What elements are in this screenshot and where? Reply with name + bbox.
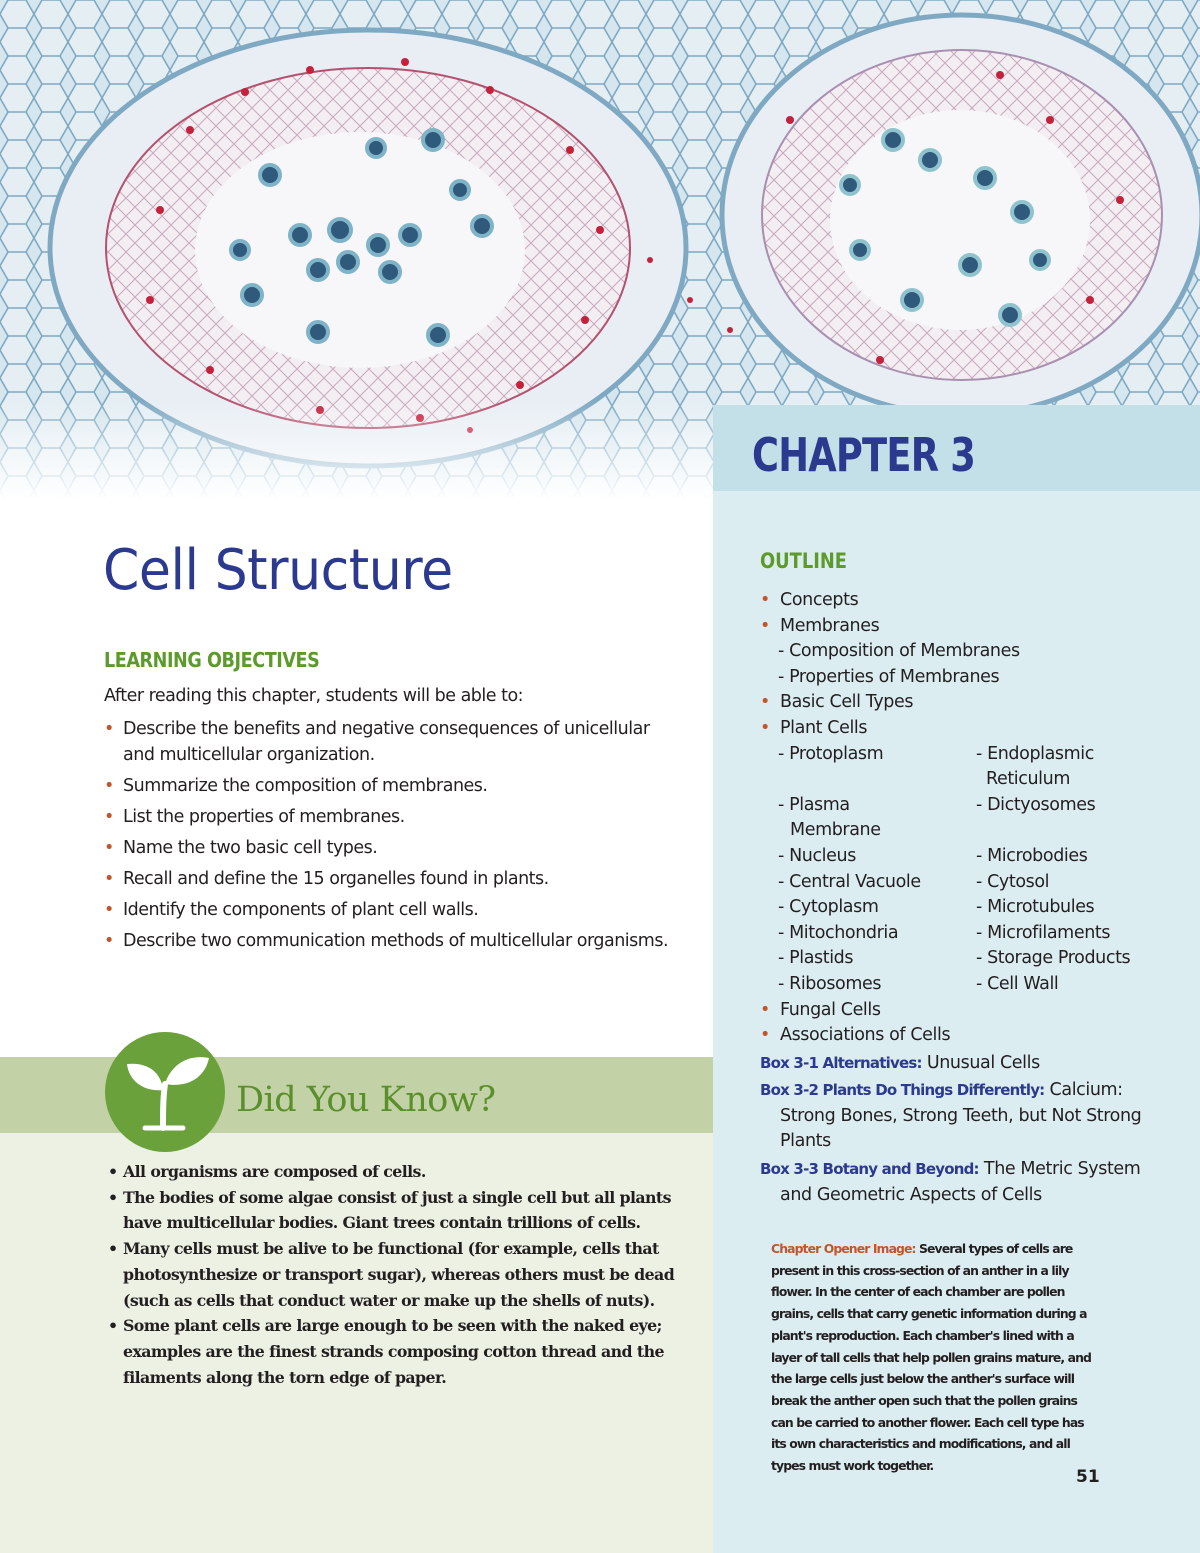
page-number: 51: [1076, 1467, 1100, 1487]
objective-item: •Describe the benefits and negative cons…: [104, 719, 650, 765]
anther-micrograph: [0, 0, 1200, 500]
chapter-opener-image: [0, 0, 1200, 500]
outline-subitem: - Nucleus: [778, 845, 856, 866]
objective-item: •Recall and define the 15 organelles fou…: [104, 869, 549, 889]
outline-heading: OUTLINE: [760, 549, 848, 573]
outline-subitem: - Plastids: [778, 948, 854, 969]
outline-item: •Associations of Cells: [760, 1025, 951, 1046]
outline-subitem: - Cytoplasm: [778, 897, 879, 918]
box-tag: Box 3-3 Botany and Beyond:: [760, 1160, 980, 1179]
outline-box: Box 3-2 Plants Do Things Differently: Ca…: [760, 1080, 1142, 1152]
fact-item: •Some plant cells are large enough to be…: [108, 1316, 665, 1387]
objective-item: •Describe two communication methods of m…: [104, 931, 669, 951]
learning-objectives-list: •Describe the benefits and negative cons…: [104, 716, 684, 959]
outline-subitem: - Storage Products: [976, 948, 1131, 969]
plant-cells-subitems: - Protoplasm - Endoplasmic Reticulum - P…: [760, 742, 1170, 998]
objective-item: •Summarize the composition of membranes.: [104, 776, 488, 796]
outline-item: •Concepts: [760, 590, 859, 610]
box-tag: Box 3-2 Plants Do Things Differently:: [760, 1081, 1045, 1100]
fact-item: •Many cells must be alive to be function…: [108, 1239, 675, 1310]
did-you-know-badge: [105, 1032, 225, 1152]
fact-item: •All organisms are composed of cells.: [108, 1162, 426, 1181]
chapter-outline: •Concepts •Membranes - Composition of Me…: [760, 588, 1170, 1208]
sprout-icon: [127, 1057, 209, 1131]
outline-subitem: - Central Vacuole: [778, 871, 921, 892]
outline-panel: [713, 405, 1200, 1553]
objective-item: •Identify the components of plant cell w…: [104, 900, 479, 920]
did-you-know-list: •All organisms are composed of cells. •T…: [108, 1159, 688, 1390]
chapter-number: CHAPTER 3: [752, 428, 976, 482]
outline-subitem: - Mitochondria: [778, 922, 899, 943]
box-tag: Box 3-1 Alternatives:: [760, 1053, 922, 1072]
outline-item: •Plant Cells: [760, 717, 868, 738]
outline-subitem: - Cell Wall: [976, 973, 1059, 994]
did-you-know-title: Did You Know?: [236, 1080, 496, 1120]
outline-item: •Fungal Cells: [760, 999, 881, 1020]
outline-subitem: - Composition of Membranes: [778, 641, 1020, 662]
learning-objectives-intro: After reading this chapter, students wil…: [104, 686, 524, 706]
outline-subitem: - Plasma Membrane: [778, 794, 881, 841]
outline-item: •Basic Cell Types: [760, 692, 914, 713]
caption-lead: Chapter Opener Image:: [771, 1241, 916, 1256]
outline-subitem: - Properties of Membranes: [778, 666, 1000, 687]
outline-box: Box 3-1 Alternatives: Unusual Cells: [760, 1052, 1040, 1073]
fact-item: •The bodies of some algae consist of jus…: [108, 1187, 672, 1233]
outline-subitem: - Microfilaments: [976, 922, 1111, 943]
caption-text: Several types of cells are present in th…: [771, 1241, 1092, 1474]
outline-subitem: - Ribosomes: [778, 973, 882, 994]
learning-objectives-heading: LEARNING OBJECTIVES: [104, 648, 320, 672]
outline-subitem: - Dictyosomes: [976, 794, 1096, 815]
outline-subitem: - Microbodies: [976, 845, 1088, 866]
chapter-title: Cell Structure: [103, 538, 453, 603]
did-you-know-panel: [0, 1133, 713, 1553]
opener-caption: Chapter Opener Image: Several types of c…: [771, 1238, 1092, 1477]
objective-item: •List the properties of membranes.: [104, 807, 405, 827]
outline-item: •Membranes: [760, 615, 880, 636]
outline-box: Box 3-3 Botany and Beyond: The Metric Sy…: [760, 1159, 1141, 1205]
outline-subitem: - Microtubules: [976, 897, 1095, 918]
outline-subitem: - Cytosol: [976, 871, 1050, 892]
chapter-band: [713, 405, 1200, 491]
outline-subitem: - Protoplasm: [778, 743, 884, 764]
outline-subitem: - Endoplasmic Reticulum: [976, 743, 1094, 790]
objective-item: •Name the two basic cell types.: [104, 838, 378, 858]
